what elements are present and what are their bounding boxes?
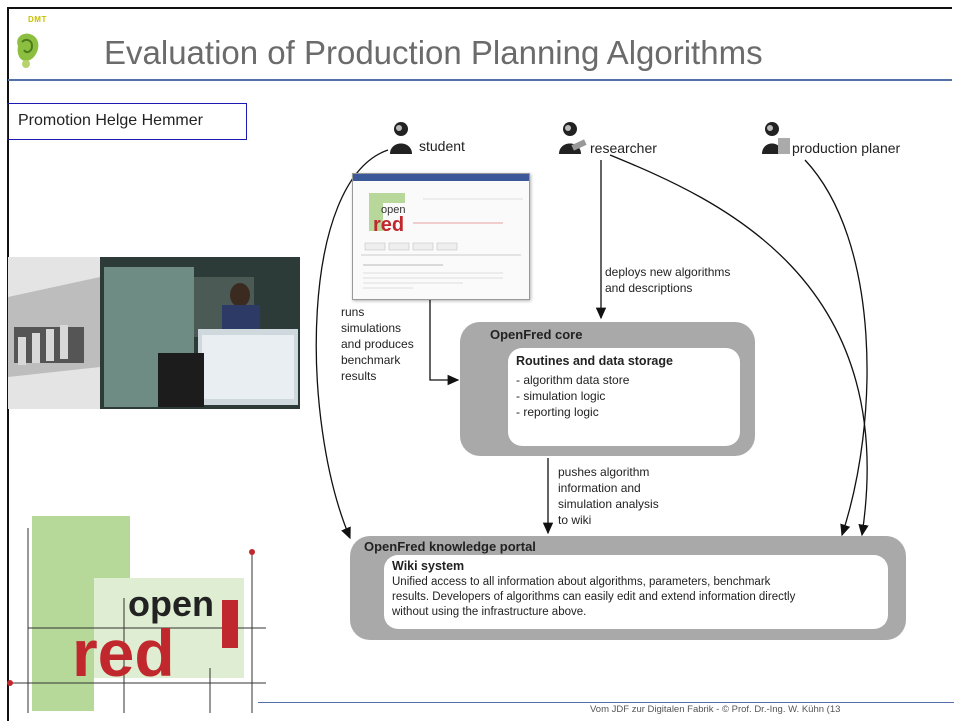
annotation-runs: runs simulations and produces benchmark … (341, 304, 414, 384)
core-inner-title: Routines and data storage (516, 354, 673, 368)
page-title: Evaluation of Production Planning Algori… (104, 34, 763, 71)
annotation-line: and descriptions (605, 281, 693, 295)
annotation-line: runs (341, 305, 365, 319)
openfred-core-box: OpenFred core Routines and data storage … (460, 322, 755, 456)
annotation-line: benchmark (341, 353, 401, 367)
title-divider (8, 79, 952, 81)
core-title: OpenFred core (490, 327, 583, 342)
portal-line: without using the infrastructure above. (392, 606, 587, 618)
knowledge-portal-box: OpenFred knowledge portal Wiki system Un… (350, 536, 906, 640)
core-item: - algorithm data store (516, 373, 630, 387)
annotation-line: results (341, 369, 377, 383)
actor-student: student (419, 138, 465, 154)
annotation-line: pushes algorithm (558, 465, 650, 479)
logo-word-open: open (128, 583, 214, 624)
portal-line: results. Developers of algorithms can ea… (392, 591, 796, 603)
core-item: - simulation logic (516, 389, 606, 403)
openfred-logo: open red (7, 516, 266, 713)
actor-production-planer: production planer (792, 140, 901, 156)
openfred-web-screenshot: open red (352, 173, 530, 300)
annotation-line: information and (558, 481, 641, 495)
core-inner-box: Routines and data storage - algorithm da… (508, 348, 740, 446)
logo-word-red: red (72, 616, 175, 690)
portal-line: Unified access to all information about … (392, 576, 771, 588)
portal-title: OpenFred knowledge portal (364, 539, 536, 554)
promo-label: Promotion Helge Hemmer (7, 103, 247, 140)
screenshot-logo-open: open (381, 204, 405, 216)
screenshot-logo-red: red (373, 214, 404, 236)
annotation-line: deploys new algorithms (605, 265, 731, 279)
production-planer-icon (762, 122, 790, 154)
footer-divider (258, 702, 954, 703)
annotation-line: simulations (341, 321, 402, 335)
student-icon (390, 122, 412, 154)
annotation-deploys: deploys new algorithms and descriptions (605, 264, 730, 296)
core-items: - algorithm data store - simulation logi… (516, 372, 629, 420)
actor-researcher: researcher (590, 140, 657, 156)
lab-photo (8, 257, 300, 409)
annotation-pushes: pushes algorithm information and simulat… (558, 464, 659, 528)
portal-inner-title: Wiki system (392, 559, 465, 573)
annotation-line: simulation analysis (558, 497, 659, 511)
portal-inner-box: Wiki system Unified access to all inform… (384, 555, 888, 629)
researcher-icon (559, 122, 587, 154)
core-item: - reporting logic (516, 405, 599, 419)
annotation-line: and produces (341, 337, 414, 351)
footer-text: Vom JDF zur Digitalen Fabrik - © Prof. D… (590, 704, 841, 715)
annotation-line: to wiki (558, 513, 592, 527)
logo-text: DMT (28, 15, 47, 24)
dmt-logo (12, 16, 44, 76)
portal-description: Unified access to all information about … (392, 575, 795, 620)
